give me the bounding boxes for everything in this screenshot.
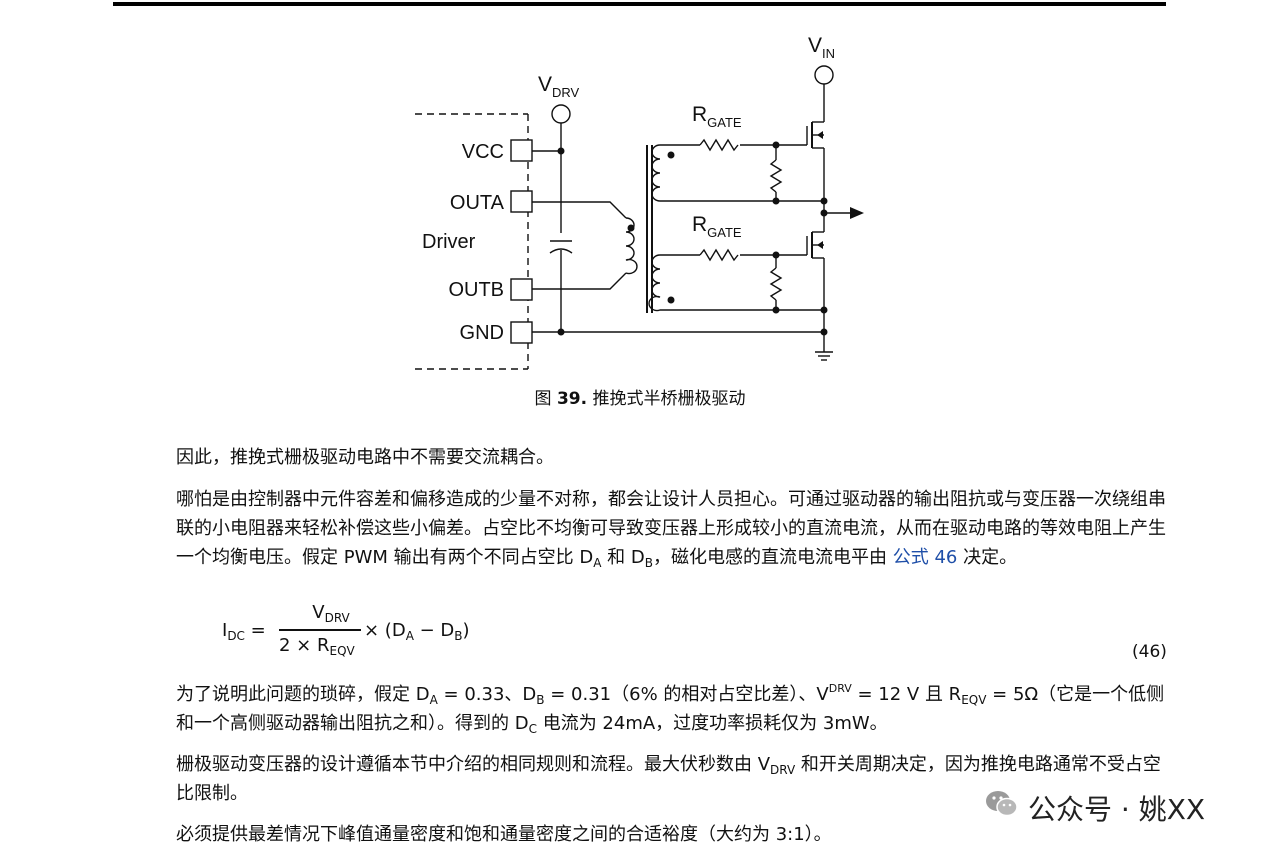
junction-vcc [557,147,565,155]
top-mosfet-arrow [817,131,823,139]
pin-label-outa: OUTA [450,192,505,214]
rgate-top-label: RGATE [692,103,742,130]
equation-number: (46) [1132,642,1167,662]
vin-terminal [814,65,834,85]
figure-caption: 图 39. 推挽式半桥栅极驱动 [0,384,1280,409]
top-rule [113,2,1166,6]
caption-prefix: 图 [534,389,552,409]
paragraph-1: 因此，推挽式栅极驱动电路中不需要交流耦合。 [176,447,554,468]
pin-vcc [510,139,533,162]
vdrv-terminal [551,104,571,124]
pin-label-gnd: GND [460,322,504,344]
top-pulldown-resistor [769,159,783,193]
pin-outa [510,190,533,213]
caption-text: 推挽式半桥栅极驱动 [592,389,746,409]
equation-denominator: 2 × REQV [279,635,355,658]
paragraph-3: 为了说明此问题的琐碎，假定 DA = 0.33、DB = 0.31（6% 的相对… [176,682,1165,736]
output-arrow [850,207,864,219]
fraction-bar [279,629,361,631]
secondary-bottom-winding [648,254,669,312]
paragraph-4: 栅极驱动变压器的设计遵循本节中介绍的相同规则和流程。最大伏秒数由 VDRV 和开… [176,754,1161,804]
cap-plate-bottom [549,248,573,254]
caption-number: 39. [556,389,588,409]
equation-link[interactable]: 公式 46 [892,547,958,568]
pin-label-outb: OUTB [448,279,504,301]
driver-label: Driver [422,231,476,253]
bottom-pulldown-resistor [769,267,783,301]
secondary-top-winding [651,144,669,202]
equation-lhs: IDC = [222,620,266,643]
primary-polarity-dot [627,224,635,232]
pin-gnd [510,321,533,344]
pin-outb [510,278,533,301]
pin-label-vcc: VCC [462,141,504,163]
vdrv-label: VDRV [538,73,580,100]
equation-46: IDC = VDRV 2 × REQV × (DA − DB) (46) [222,602,1167,666]
junction-gnd-cap [557,328,565,336]
paragraph-2: 哪怕是由控制器中元件容差和偏移造成的少量不对称，都会让设计人员担心。可通过驱动器… [176,489,1166,570]
rgate-top-resistor [699,138,739,152]
watermark-text: 公众号 · 姚XX [1028,793,1206,826]
vin-label: VIN [808,34,835,61]
secondary-bottom-polarity-dot [667,296,675,304]
paragraph-5: 必须提供最差情况下峰值通量密度和饱和通量密度之间的合适裕度（大约为 3:1）。 [176,824,832,845]
rgate-bottom-resistor [699,248,739,262]
schematic-figure: VDRV VIN RGATE RGATE VCC OUTA Driver OUT… [415,34,864,370]
equation-numerator: VDRV [312,602,350,625]
secondary-top-polarity-dot [667,151,675,159]
wechat-icon [986,791,1018,817]
bottom-mosfet-arrow [817,241,823,249]
rgate-bottom-label: RGATE [692,213,742,240]
equation-rhs: × (DA − DB) [364,620,470,643]
